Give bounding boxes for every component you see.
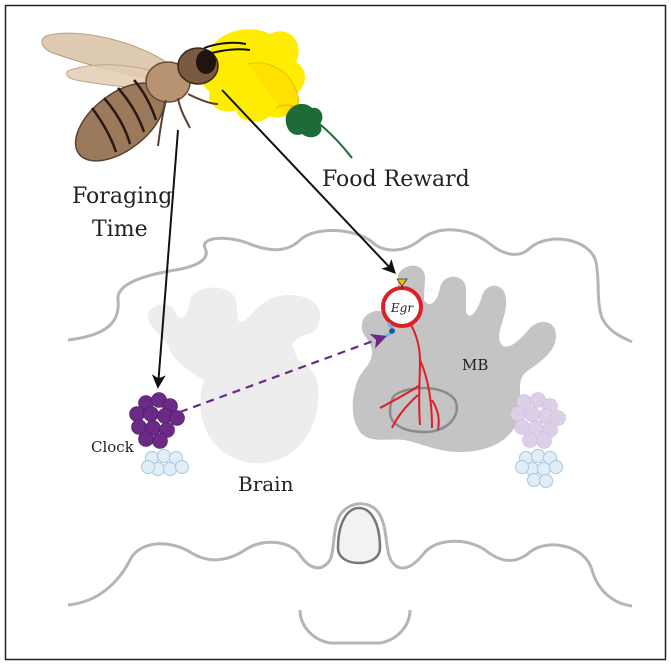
esophageal-foramen [338,508,380,563]
food-reward-label: Food Reward [322,167,470,192]
synapse-dot [389,328,395,334]
mb-label: MB [462,356,488,374]
foraging-label: Foraging [72,184,172,209]
egr-label: Egr [390,301,414,315]
time-label: Time [92,217,148,242]
clock-label: Clock [91,438,135,456]
brain-label: Brain [238,472,294,496]
